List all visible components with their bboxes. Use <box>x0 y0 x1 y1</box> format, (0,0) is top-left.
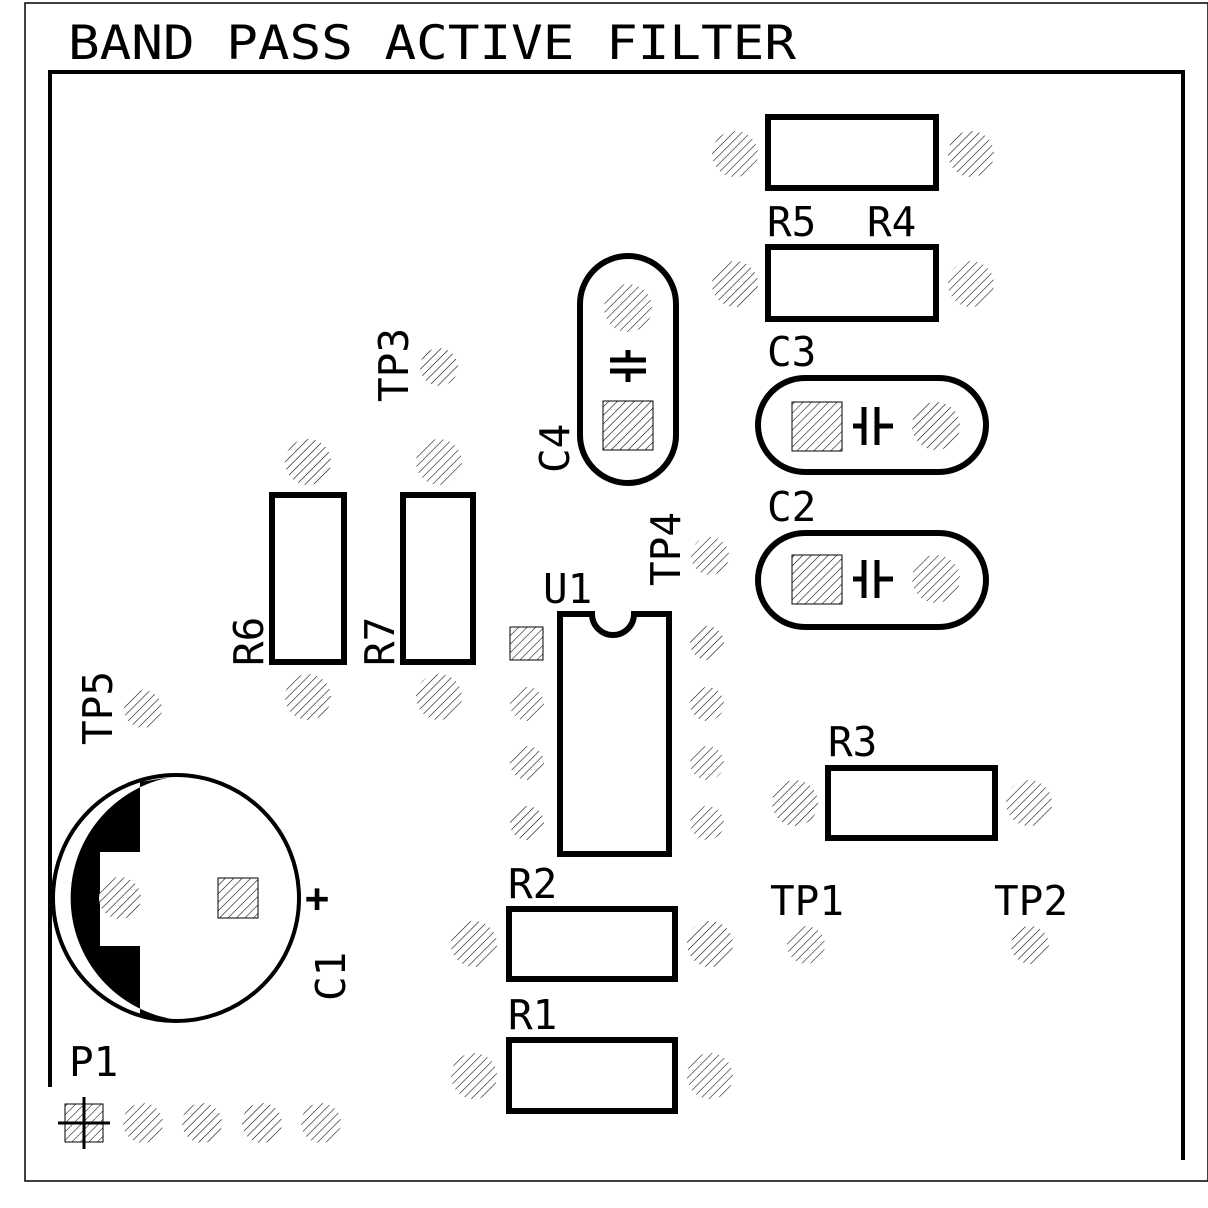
ic-outline <box>557 611 672 857</box>
pad <box>510 687 544 721</box>
capacitor-c1 <box>51 773 301 1023</box>
resistor-body <box>506 906 678 982</box>
pad <box>690 687 724 721</box>
c1-polarity-mark: + <box>305 876 329 922</box>
pad <box>510 806 544 840</box>
resistor-r2 <box>451 906 733 982</box>
pad <box>510 746 544 780</box>
pad <box>285 439 331 485</box>
test-point-tp5-pad <box>124 690 162 728</box>
square-pad <box>602 400 654 451</box>
label-r2: R2 <box>508 860 557 908</box>
label-r6: R6 <box>225 617 273 666</box>
pad <box>451 921 497 967</box>
pad <box>712 261 758 307</box>
label-tp3: TP3 <box>370 328 418 402</box>
polarity-band <box>70 776 178 1020</box>
label-tp4: TP4 <box>642 512 690 586</box>
capacitor-c2 <box>755 530 989 630</box>
label-r3: R3 <box>828 718 877 766</box>
test-point-tp2-pad <box>1011 926 1049 964</box>
resistor-body <box>825 765 998 841</box>
label-p1: P1 <box>69 1038 118 1086</box>
capacitor-outline <box>577 253 679 486</box>
pad <box>451 1053 497 1099</box>
capacitor-outline <box>755 375 989 475</box>
pad <box>182 1103 222 1143</box>
pad <box>123 1103 163 1143</box>
resistor-body <box>506 1037 678 1114</box>
square-pad <box>217 877 259 919</box>
test-point-tp1-pad <box>787 926 825 964</box>
pad <box>687 1053 733 1099</box>
pad <box>416 439 462 485</box>
label-r1: R1 <box>508 991 557 1039</box>
capacitor-outline <box>51 773 301 1023</box>
pad <box>712 131 758 177</box>
pad <box>912 555 960 603</box>
resistor-r1 <box>451 1037 733 1114</box>
label-tp1: TP1 <box>770 877 844 925</box>
pad <box>690 626 724 660</box>
pad <box>690 746 724 780</box>
label-r4: R4 <box>867 198 916 246</box>
pad <box>604 284 652 332</box>
resistor-r4 <box>712 244 994 322</box>
capacitor-c4 <box>577 253 679 486</box>
pad <box>242 1103 282 1143</box>
label-u1: U1 <box>543 565 592 613</box>
pad <box>1006 780 1052 826</box>
label-r7: R7 <box>356 617 404 666</box>
label-tp2: TP2 <box>994 877 1068 925</box>
capacitor-outline <box>755 530 989 630</box>
header-p1 <box>58 1097 341 1149</box>
test-point-tp4-pad <box>691 537 729 575</box>
capacitor-c3 <box>755 375 989 475</box>
resistor-r3 <box>772 765 1052 841</box>
test-point-tp3-pad <box>420 348 458 386</box>
pin-1-square-pad <box>509 626 544 661</box>
label-r5: R5 <box>767 198 816 246</box>
resistor-r6 <box>269 439 347 720</box>
pad <box>285 674 331 720</box>
label-c2: C2 <box>767 483 816 531</box>
pad <box>948 261 994 307</box>
resistor-r7 <box>400 439 476 720</box>
square-pad <box>791 554 843 605</box>
resistor-body <box>269 492 347 665</box>
square-pad <box>791 401 843 452</box>
board-outline <box>48 70 1185 1160</box>
board-title: BAND PASS ACTIVE FILTER <box>68 16 797 71</box>
pad <box>948 131 994 177</box>
label-c1: C1 <box>307 952 355 1001</box>
resistor-body <box>400 492 476 665</box>
pad <box>690 806 724 840</box>
pad <box>912 402 960 450</box>
ic-u1 <box>509 611 724 857</box>
resistor-r5 <box>712 114 994 191</box>
label-c4: C4 <box>531 424 579 473</box>
pad <box>772 780 818 826</box>
resistor-body <box>765 244 939 322</box>
label-c3: C3 <box>767 328 816 376</box>
pad <box>301 1103 341 1143</box>
pad <box>687 921 733 967</box>
resistor-body <box>765 114 939 191</box>
pad <box>99 877 141 919</box>
outer-frame <box>24 2 1208 1182</box>
pad <box>416 674 462 720</box>
label-tp5: TP5 <box>74 671 122 745</box>
